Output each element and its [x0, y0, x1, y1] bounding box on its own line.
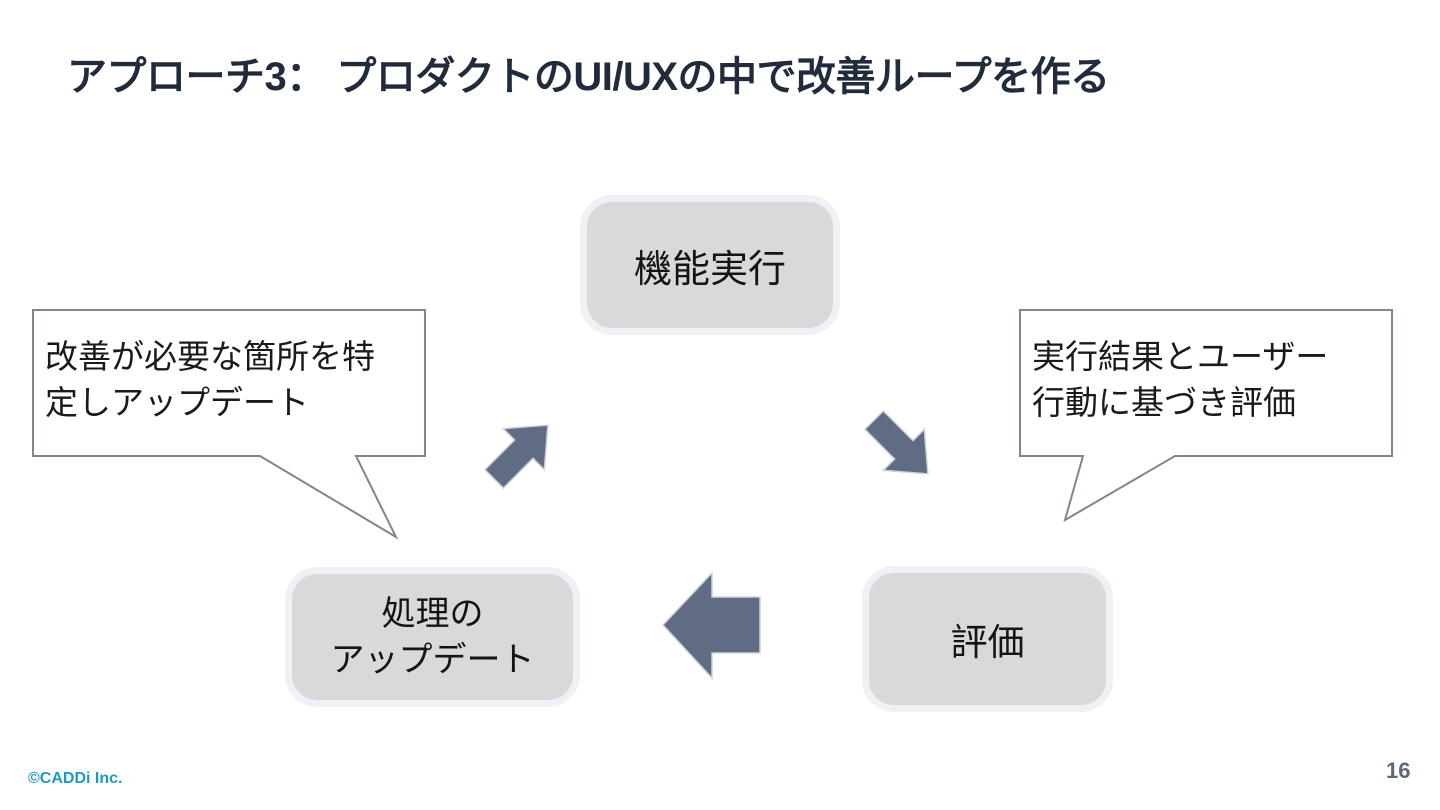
- callout-right-text: 実行結果とユーザー 行動に基づき評価: [1032, 334, 1328, 426]
- node-label-line: アップデート: [330, 641, 535, 679]
- node-label-line: 処理の: [381, 595, 484, 633]
- node-function-execution: 機能実行: [580, 195, 840, 335]
- arrow-up-right-icon: [483, 424, 549, 490]
- arrow-left-icon: [661, 571, 761, 680]
- arrow-down-right-icon: [863, 409, 929, 475]
- callout-text-line: 行動に基づき評価: [1032, 384, 1296, 421]
- node-processing-update: 処理の アップデート: [285, 567, 580, 707]
- node-label: 機能実行: [633, 248, 786, 291]
- callout-text-line: 実行結果とユーザー: [1032, 338, 1329, 375]
- callout-text-line: 定しアップデート: [45, 384, 309, 421]
- callout-left-text: 改善が必要な箇所を特 定しアップデート: [45, 334, 375, 426]
- copyright-notice: ©CADDi Inc.: [28, 770, 123, 787]
- page-number: 16: [1386, 758, 1411, 783]
- callout-text-line: 改善が必要な箇所を特: [45, 338, 375, 375]
- node-label: 評価: [950, 622, 1025, 663]
- node-evaluation: 評価: [862, 566, 1113, 712]
- page-title: アプローチ3： プロダクトのUI/UXの中で改善ループを作る: [67, 55, 1110, 99]
